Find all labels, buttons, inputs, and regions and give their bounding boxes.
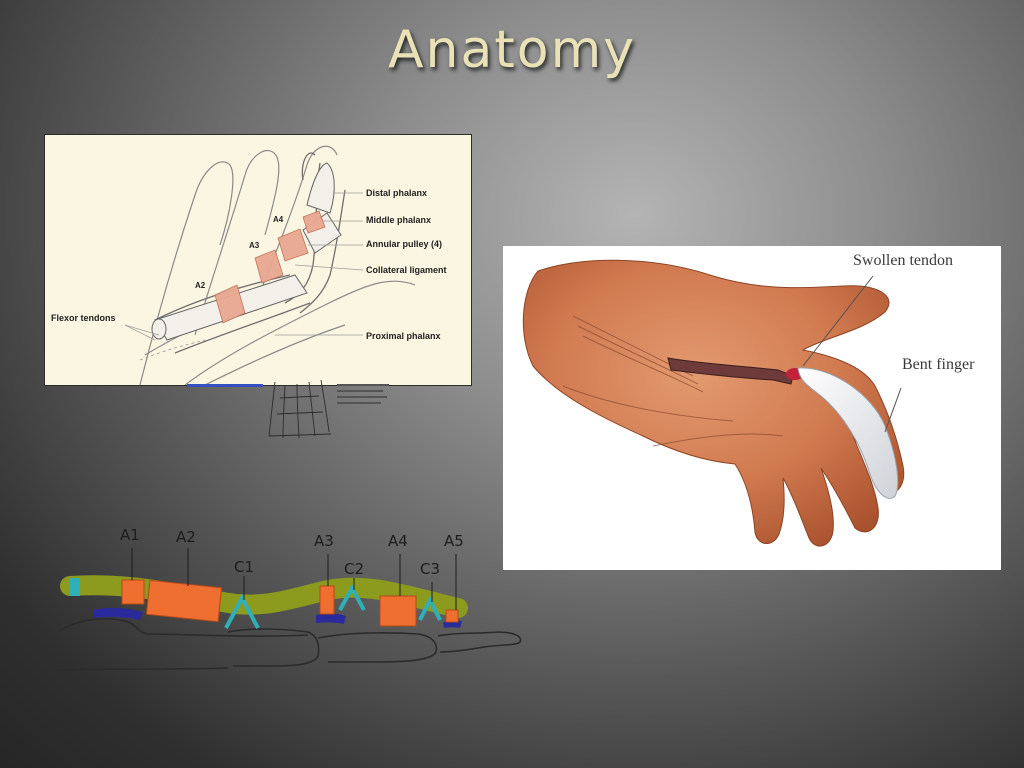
label-c2: C2 [344, 560, 365, 578]
label-a2: A2 [176, 528, 196, 546]
pulley-a2-band [214, 284, 246, 324]
label-swollen-tendon: Swollen tendon [853, 252, 953, 269]
label-a4: A4 [388, 532, 408, 550]
pulley-c2 [338, 583, 366, 611]
label-distal-phalanx: Distal phalanx [366, 188, 428, 198]
label-middle-phalanx: Middle phalanx [366, 215, 432, 225]
label-c3: C3 [420, 560, 441, 578]
finger-anatomy-diagram: Distal phalanx Middle phalanx Annular pu… [44, 134, 472, 386]
flexor-pulley-diagram: A1 A2 C1 A3 C2 A4 C3 A5 [48, 520, 528, 680]
pulley-a4-band [379, 595, 417, 627]
pulley-a4-band [277, 228, 309, 262]
label-flexor-tendons: Flexor tendons [51, 313, 116, 323]
finger-line-drawing [124, 145, 416, 385]
clipped-hand-sketch [185, 378, 395, 442]
pulley-a1-band [121, 579, 145, 605]
pulley-c3 [418, 595, 442, 621]
mark-a2: A2 [195, 281, 206, 290]
label-annular-pulley: Annular pulley (4) [366, 239, 443, 249]
pulley-c1 [224, 593, 260, 629]
label-a5: A5 [444, 532, 464, 550]
mark-a3: A3 [249, 241, 260, 250]
pulley-a5-band [445, 609, 459, 623]
label-bent-finger: Bent finger [902, 356, 975, 373]
hand-bones-sketch [187, 379, 389, 439]
mark-a4: A4 [273, 215, 284, 224]
slide-title: Anatomy [387, 20, 637, 80]
label-proximal-phalanx: Proximal phalanx [366, 331, 441, 341]
label-c1: C1 [234, 558, 255, 576]
pulley-a3-band [319, 585, 335, 615]
label-a1: A1 [120, 526, 140, 544]
pulley-a2-band [145, 579, 223, 623]
label-a3: A3 [314, 532, 334, 550]
label-collateral-ligament: Collateral ligament [366, 265, 447, 275]
trigger-finger-illustration: Swollen tendon Bent finger [503, 246, 1001, 570]
pulley-schematic [57, 548, 522, 671]
hand-illustration [522, 259, 905, 547]
pulley-a3-band [254, 249, 284, 284]
